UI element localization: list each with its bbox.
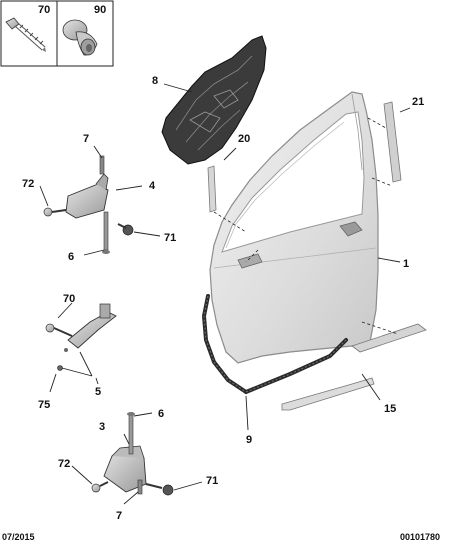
legend-label-90: 90 [94,4,106,16]
seal-strip-21 [383,101,402,183]
footer-reference: 00101780 [400,532,440,542]
callout-nut-75: 75 [38,399,50,411]
inner-door-cover [161,35,267,165]
door-weatherstrip [201,294,348,394]
callout-bolt-check: 70 [63,293,75,305]
legend-label-70: 70 [38,4,50,16]
lower-hinge [91,412,174,496]
callout-bolt-upper: 71 [164,232,176,244]
callout-weatherstrip: 9 [246,434,252,446]
callout-bolt-left-lower: 72 [58,458,70,470]
callout-seal-21: 21 [412,96,424,108]
legend-box-90: 90 [56,0,114,67]
seal-strip-20 [207,165,217,213]
leader-lines [39,83,411,505]
upper-hinge [43,155,134,254]
callout-screw-lower: 7 [116,510,122,522]
callout-pin-upper: 6 [68,251,74,263]
front-door-panel [209,91,379,364]
callout-bolt-lower: 71 [206,475,218,487]
callout-seal-20: 20 [238,133,250,145]
callout-trim-strip: 15 [384,403,396,415]
callout-pin-lower: 6 [158,408,164,420]
door-check-strap [45,303,117,371]
callout-screw-upper: 7 [83,133,89,145]
footer-date: 07/2015 [2,532,35,542]
bolt-icon [5,17,46,52]
callout-lower-hinge: 3 [99,421,105,433]
clip-icon [62,19,98,56]
legend-box-70: 70 [0,0,58,67]
callout-bolt-left-upper: 72 [22,178,34,190]
callout-door-panel: 1 [403,258,409,270]
callout-door-check: 5 [95,386,101,398]
assembly-guide-lines [213,117,399,335]
lower-trim-strip [281,323,427,411]
callout-inner-cover: 8 [152,75,158,87]
callout-labels: 1 3 4 5 6 6 7 7 8 9 15 20 21 70 71 71 72… [22,75,424,522]
callout-upper-hinge: 4 [149,180,156,192]
